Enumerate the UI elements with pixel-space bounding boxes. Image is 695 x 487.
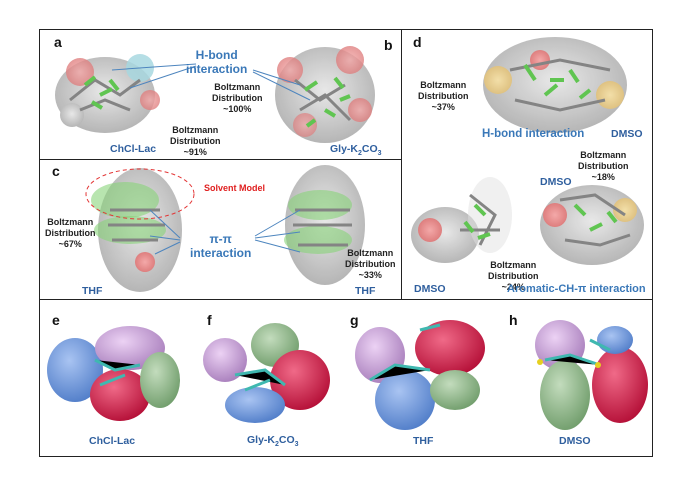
boltzmann-b-title: Boltzmann bbox=[214, 82, 261, 92]
hbond-line1: H-bond bbox=[195, 48, 238, 62]
boltzmann-d-bottom-sub: Distribution bbox=[488, 271, 539, 281]
molecule-d-top bbox=[483, 37, 627, 133]
label-f-sub2: 3 bbox=[294, 441, 299, 449]
boltzmann-d-top: Boltzmann Distribution ~37% bbox=[418, 80, 469, 113]
boltzmann-a-value: ~91% bbox=[183, 147, 207, 157]
boltzmann-c-right-sub: Distribution bbox=[345, 259, 396, 269]
label-h: DMSO bbox=[559, 435, 591, 447]
cluster-f bbox=[203, 323, 330, 423]
hbond-annotation: H-bond interaction bbox=[186, 48, 247, 76]
boltzmann-c-right-value: ~33% bbox=[358, 270, 382, 280]
boltzmann-d-top-value: ~37% bbox=[431, 102, 455, 112]
aromatic-label: Aromatic-CH-π interaction bbox=[507, 283, 646, 295]
pi-pi-annotation: π-π interaction bbox=[190, 232, 251, 260]
boltzmann-a-sub: Distribution bbox=[170, 136, 221, 146]
boltzmann-c-left: Boltzmann Distribution ~67% bbox=[45, 217, 96, 250]
boltzmann-a: Boltzmann Distribution ~91% bbox=[170, 125, 221, 158]
label-g: THF bbox=[413, 435, 434, 447]
molecule-c-right bbox=[254, 165, 365, 285]
boltzmann-d-top-title: Boltzmann bbox=[420, 80, 467, 90]
panel-letter-a: a bbox=[54, 34, 62, 50]
panel-letter-b: b bbox=[384, 37, 393, 53]
boltzmann-d-top-sub: Distribution bbox=[418, 91, 469, 101]
molecule-d-bottom-left bbox=[411, 177, 512, 263]
dmso-mid-label: DMSO bbox=[540, 176, 572, 188]
boltzmann-d-right-sub: Distribution bbox=[578, 161, 629, 171]
boltzmann-d-bottom-value: ~24% bbox=[501, 282, 525, 292]
boltzmann-c-left-title: Boltzmann bbox=[47, 217, 94, 227]
label-b-sub2: 3 bbox=[377, 150, 382, 158]
boltzmann-d-right: Boltzmann Distribution ~18% bbox=[578, 150, 629, 183]
label-b-tail: CO bbox=[361, 143, 378, 155]
pi-pi-line2: interaction bbox=[190, 246, 252, 260]
panel-letter-e: e bbox=[52, 312, 60, 328]
hbond-d-label: H-bond interaction bbox=[482, 128, 585, 140]
panel-letter-h: h bbox=[509, 312, 518, 328]
molecule-d-bottom-right bbox=[540, 185, 644, 265]
boltzmann-d-right-value: ~18% bbox=[591, 172, 615, 182]
label-f: Gly-K2CO3 bbox=[247, 434, 299, 448]
cluster-e bbox=[47, 326, 180, 421]
molecule-c-left bbox=[85, 168, 195, 292]
label-b: Gly-K2CO3 bbox=[330, 143, 382, 157]
boltzmann-c-right: Boltzmann Distribution ~33% bbox=[345, 248, 396, 281]
cluster-g bbox=[355, 320, 485, 430]
boltzmann-b-value: ~100% bbox=[223, 104, 252, 114]
label-a: ChCl-Lac bbox=[110, 143, 157, 155]
label-f-text: Gly-K bbox=[247, 434, 276, 446]
label-f-tail: CO bbox=[278, 434, 295, 446]
dmso-bottom-label: DMSO bbox=[414, 283, 446, 295]
solvent-model-label: Solvent Model bbox=[204, 183, 266, 193]
boltzmann-c-right-title: Boltzmann bbox=[347, 248, 394, 258]
label-e: ChCl-Lac bbox=[89, 435, 136, 447]
panel-letter-f: f bbox=[207, 312, 212, 328]
label-c-right: THF bbox=[355, 285, 376, 297]
pi-pi-line1: π-π bbox=[209, 232, 232, 246]
boltzmann-d-bottom-title: Boltzmann bbox=[490, 260, 537, 270]
boltzmann-b-sub: Distribution bbox=[212, 93, 263, 103]
molecule-a bbox=[55, 54, 197, 133]
label-f-sub: 2 bbox=[275, 441, 279, 449]
label-c-left: THF bbox=[82, 285, 103, 297]
boltzmann-b: Boltzmann Distribution ~100% bbox=[212, 82, 263, 115]
hbond-line2: interaction bbox=[186, 62, 248, 76]
boltzmann-c-left-sub: Distribution bbox=[45, 228, 96, 238]
boltzmann-c-left-value: ~67% bbox=[58, 239, 82, 249]
boltzmann-d-bottom: Boltzmann Distribution ~24% bbox=[488, 260, 539, 293]
molecule-b bbox=[252, 46, 375, 143]
panel-letter-d: d bbox=[413, 34, 422, 50]
label-b-sub: 2 bbox=[358, 150, 362, 158]
panel-letter-g: g bbox=[350, 312, 359, 328]
boltzmann-d-right-title: Boltzmann bbox=[580, 150, 627, 160]
panel-efgh-frame bbox=[39, 299, 653, 457]
cluster-h bbox=[535, 320, 648, 430]
boltzmann-a-title: Boltzmann bbox=[172, 125, 219, 135]
panel-letter-c: c bbox=[52, 163, 60, 179]
dmso-top-label: DMSO bbox=[611, 128, 643, 140]
label-b-text: Gly-K bbox=[330, 143, 359, 155]
